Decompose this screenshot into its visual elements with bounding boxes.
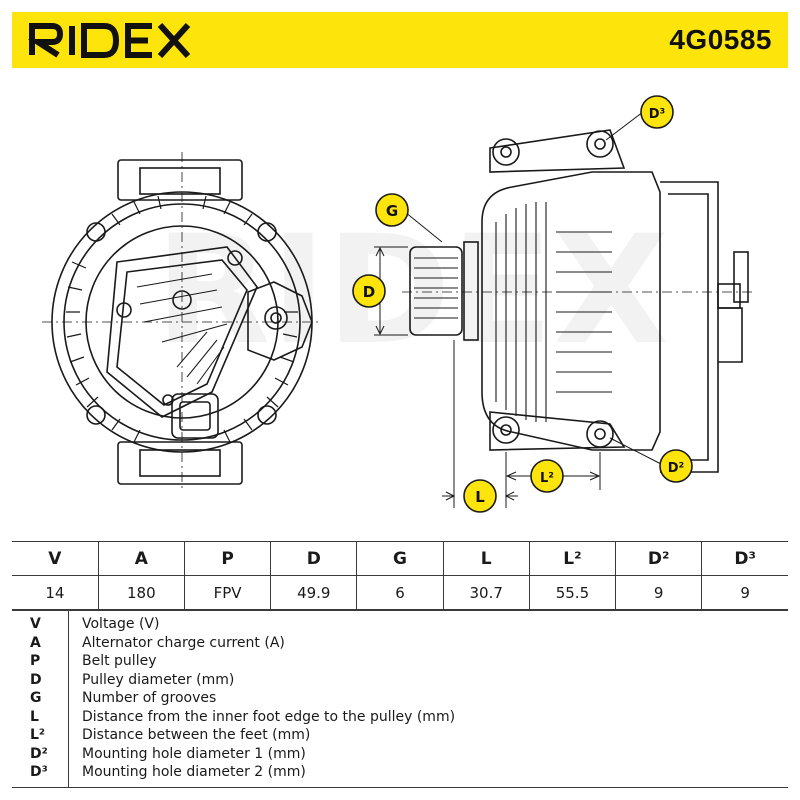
legend-description: Distance between the feet (mm) [82,727,311,743]
svg-text:D³: D³ [649,107,666,122]
spec-value-cell: 30.7 [442,575,530,610]
part-number: 4G0585 [669,24,772,55]
spec-header-cell: V [12,541,99,576]
svg-text:D: D [363,283,375,301]
legend-description: Distance from the inner foot edge to the… [82,708,456,725]
spec-value-cell: 9 [701,575,788,610]
alternator-front-view [42,152,322,492]
callout-l: L [463,479,497,513]
legend-code: D [30,671,42,688]
legend-description: Voltage (V) [82,616,160,632]
legend-description: Belt pulley [82,653,157,669]
legend-description: Number of grooves [82,690,217,706]
legend-code: A [30,634,41,651]
spec-header-cell: P [183,541,272,576]
legend-code: P [30,653,41,669]
legend-item: P Belt pulley [12,652,788,670]
legend-item: G Number of grooves [12,689,788,707]
callout-l2: L² [530,459,564,493]
legend-item: L Distance from the inner foot edge to t… [12,708,788,726]
legend-item: D² Mounting hole diameter 1 (mm) [12,745,788,763]
legend-item: D Pulley diameter (mm) [12,671,788,689]
legend-code: D² [30,745,48,762]
legend-code: V [30,616,41,632]
legend-code: D³ [30,764,48,780]
svg-text:L: L [475,488,485,506]
spec-header-cell: A [97,541,185,576]
technical-drawing: RIDEX [12,72,788,534]
spec-value-cell: 180 [97,575,185,610]
spec-value-cell: 55.5 [528,575,617,610]
legend-code: L² [30,727,46,743]
alternator-drawing: RIDEX [42,95,752,513]
spec-value-cell: FPV [183,575,272,610]
legend-divider [68,611,69,787]
spec-value-cell: 14 [12,575,99,610]
spec-value-cell: 6 [356,575,444,610]
svg-text:G: G [386,202,398,220]
spec-header-cell: G [356,541,444,576]
legend-item: L² Distance between the feet (mm) [12,726,788,744]
legend-description: Mounting hole diameter 2 (mm) [82,764,306,780]
legend-description: Mounting hole diameter 1 (mm) [82,745,306,762]
legend-item: A Alternator charge current (A) [12,634,788,652]
callout-g: G [375,193,409,227]
legend: V Voltage (V) A Alternator charge curren… [12,610,788,788]
callout-d2: D² [659,449,693,483]
legend-description: Alternator charge current (A) [82,634,285,651]
spec-header-cell: L [442,541,530,576]
watermark-text: RIDEX [155,204,669,378]
callout-d3: D³ [640,95,674,129]
spec-header-cell: D [270,541,358,576]
spec-table-value-row: 14 180 FPV 49.9 6 30.7 55.5 9 9 [12,575,788,610]
spec-header-cell: L² [528,541,617,576]
callout-d: D [352,274,386,308]
legend-description: Pulley diameter (mm) [82,671,235,688]
legend-code: G [30,690,42,706]
legend-item: D³ Mounting hole diameter 2 (mm) [12,763,788,781]
spec-header-cell: D² [615,541,703,576]
spec-value-cell: 49.9 [270,575,358,610]
spec-header-cell: D³ [701,541,788,576]
header-bar: 4G0585 [12,12,788,68]
spec-table: V A P D G L L² D² D³ 14 180 FPV 49.9 6 3… [12,541,788,610]
ridex-logo [28,20,193,60]
legend-code: L [30,708,39,725]
svg-text:D²: D² [668,461,685,476]
svg-text:L²: L² [540,471,554,486]
ridex-logo-mark [28,22,191,58]
legend-item: V Voltage (V) [12,615,788,633]
dimension-lines [374,111,662,508]
spec-table-header-row: V A P D G L L² D² D³ [12,541,788,576]
spec-value-cell: 9 [615,575,703,610]
